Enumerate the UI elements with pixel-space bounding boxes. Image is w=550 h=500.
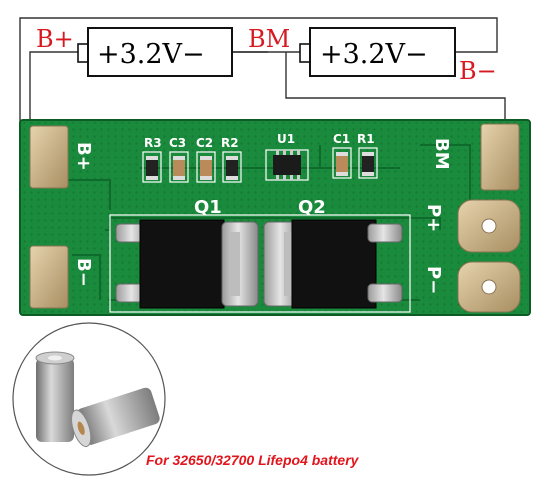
silk-c1: C1 (333, 132, 350, 146)
silk-p-plus: P+ (423, 204, 444, 232)
silk-c3: C3 (169, 136, 186, 150)
silk-c2: C2 (196, 136, 213, 150)
component-u1 (265, 149, 309, 181)
wire-bm (285, 52, 506, 128)
caption-text: For 32650/32700 Lifepo4 battery (146, 452, 359, 468)
battery-2: +3.2V− (299, 27, 456, 77)
silk-r1: R1 (357, 132, 375, 146)
label-b-minus: B− (459, 57, 497, 85)
pad-bm: BM (431, 123, 520, 191)
battery-1-label: +3.2V− (97, 39, 205, 70)
silk-b-minus: B− (73, 258, 94, 287)
component-r2 (222, 151, 242, 183)
label-b-plus: B+ (36, 25, 74, 53)
silk-q2: Q2 (298, 197, 326, 218)
mosfet-q2 (263, 219, 403, 309)
mosfet-q1 (115, 219, 259, 309)
battery-photo (12, 322, 166, 476)
component-c3 (169, 151, 189, 183)
standing-cell-image (35, 351, 75, 442)
component-r3 (142, 151, 162, 183)
silk-r2: R2 (221, 136, 239, 150)
silk-p-minus: P− (423, 266, 444, 294)
silk-q1: Q1 (194, 197, 222, 218)
wire-b-minus (19, 17, 498, 290)
silk-bm: BM (431, 138, 452, 170)
pad-b-plus: B+ (29, 125, 94, 189)
component-r1 (358, 147, 378, 179)
pad-p-plus: P+ (423, 199, 521, 253)
battery-2-label: +3.2V− (320, 39, 428, 70)
battery-1: +3.2V− (77, 27, 268, 77)
component-c1 (332, 147, 352, 179)
silk-u1: U1 (277, 132, 295, 146)
pcb-board: B+ B− BM P+ P− (19, 119, 531, 316)
smd-components (142, 147, 378, 183)
silk-b-plus: B+ (73, 142, 94, 171)
label-bm: BM (248, 25, 290, 53)
lying-cell-image (71, 387, 160, 448)
pad-b-minus: B− (29, 245, 94, 309)
component-c2 (196, 151, 216, 183)
pad-p-minus: P− (423, 261, 521, 313)
silk-r3: R3 (144, 136, 162, 150)
